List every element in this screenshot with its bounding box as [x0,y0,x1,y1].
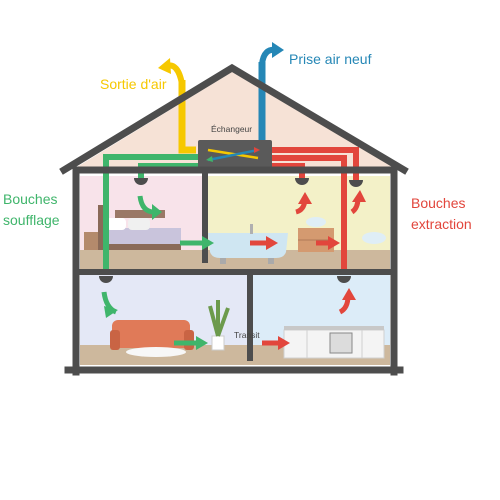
extract-flow-arrows [250,190,366,350]
upper-floor-boards [80,250,390,270]
extract-vents-label-line1: Bouches [411,195,466,211]
supply-vents [99,178,148,283]
extract-vents-label: Bouches extraction [411,193,472,235]
exhaust-outlet-arrowhead-icon [158,58,171,74]
fresh-inlet-arrowhead-icon [272,42,284,58]
transit-label: Transit [234,330,260,340]
toilet-icon [362,232,386,244]
supply-flow-arrows [101,195,214,350]
house-structure [59,63,409,376]
heat-exchanger-label: Échangeur [211,124,253,134]
supply-vents-label-line1: Bouches [3,191,58,207]
extract-vents-label-line2: extraction [411,216,472,232]
bed-icon [98,205,181,250]
bedside-table-icon [84,232,98,250]
sink-icon [306,217,326,227]
fresh-air-inlet-label: Prise air neuf [289,51,372,67]
supply-vents-label: Bouches soufflage [3,189,60,231]
kitchen-cabinets-icon [283,326,385,359]
rug-icon [126,347,186,357]
exhaust-outlet-label: Sortie d'air [100,76,167,92]
supply-vents-label-line2: soufflage [3,212,60,228]
extract-vents [295,178,363,283]
attic-area [72,72,398,170]
plant-icon [208,300,230,351]
ducts [103,62,359,275]
exchange-arrows [206,147,260,162]
